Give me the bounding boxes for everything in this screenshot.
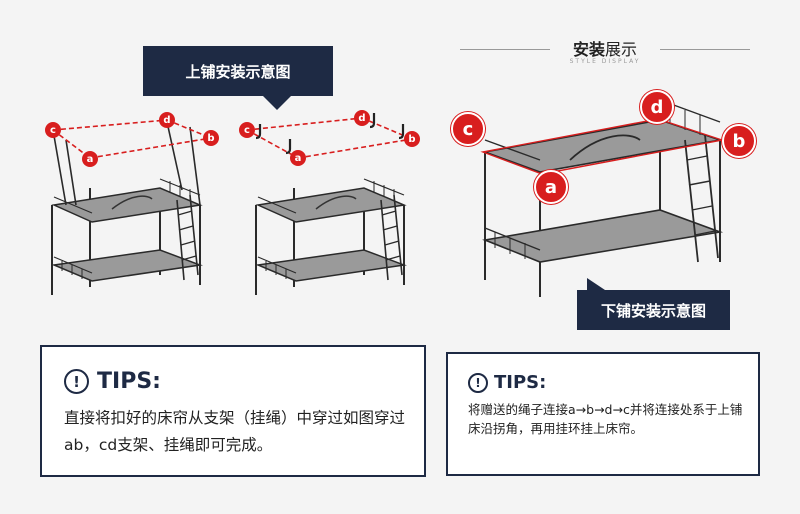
exclamation-circle-icon: !: [468, 372, 488, 393]
tips-box-right: ! TIPS: 将赠送的绳子连接a→b→d→c并将连接处系于上铺床沿拐角，再用挂…: [446, 352, 760, 476]
tips-box-left: ! TIPS: 直接将扣好的床帘从支架（挂绳）中穿过如图穿过ab，cd支架、挂绳…: [40, 345, 426, 477]
left-dashed: [52, 119, 212, 159]
middle-dashed: [246, 117, 413, 159]
bottom-banner-label: 下铺安装示意图: [600, 301, 706, 320]
right-bunk: [481, 99, 724, 297]
hook-icon: [255, 113, 405, 155]
bottom-banner: 下铺安装示意图: [577, 278, 730, 330]
tips-heading: TIPS:: [494, 372, 547, 393]
left-frame: [52, 121, 201, 206]
top-banner-label: 上铺安装示意图: [185, 62, 291, 81]
section-subtitle: STYLE DISPLAY: [569, 58, 641, 65]
tips-text: 将赠送的绳子连接a→b→d→c并将连接处系于上铺床沿拐角，再用挂环挂上床帘。: [468, 402, 743, 436]
section-title: 安装展示: [572, 40, 638, 59]
exclamation-circle-icon: !: [64, 369, 89, 394]
tips-heading: TIPS:: [97, 369, 161, 394]
tips-text: 直接将扣好的床帘从支架（挂绳）中穿过如图穿过ab，cd支架、挂绳即可完成。: [64, 409, 406, 454]
section-header: 安装展示 STYLE DISPLAY: [460, 34, 750, 70]
top-banner: 上铺安装示意图: [143, 46, 333, 110]
